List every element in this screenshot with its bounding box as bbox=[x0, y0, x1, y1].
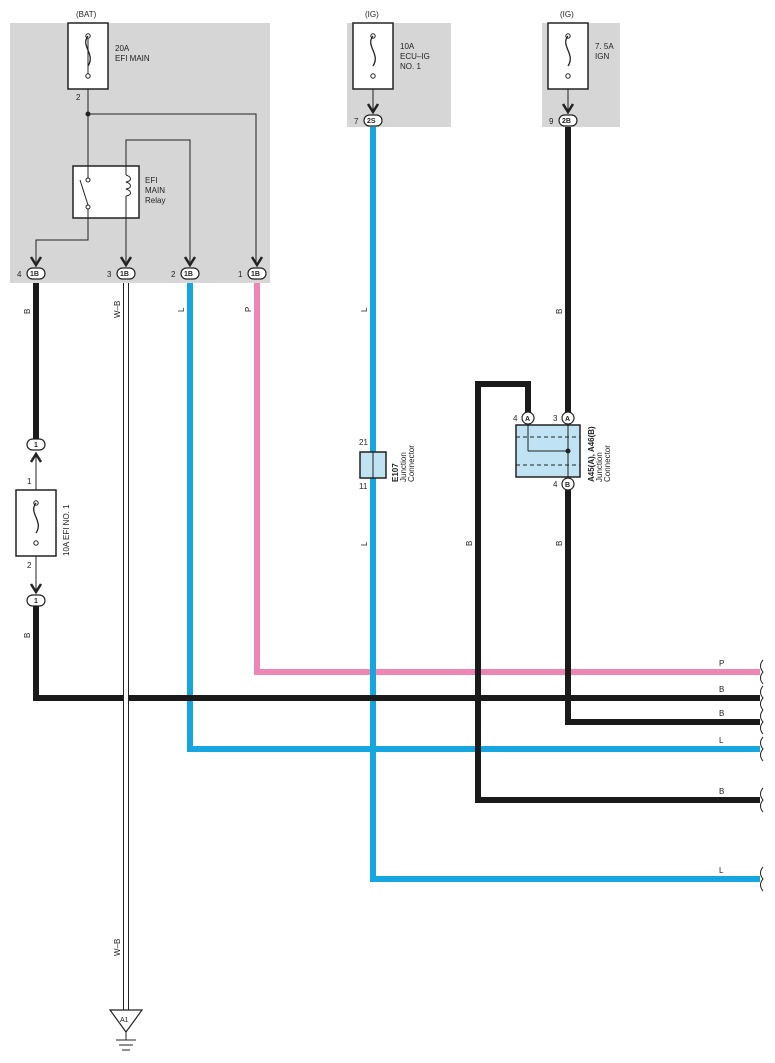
svg-text:1: 1 bbox=[34, 598, 38, 605]
ign-fuse-name: IGN bbox=[595, 52, 609, 61]
pin-9-label: 9 bbox=[549, 117, 554, 126]
bat-source-label: (BAT) bbox=[76, 10, 97, 19]
fuse-no1-pin2: 2 bbox=[27, 561, 32, 570]
ground-a1: A1 bbox=[108, 1009, 144, 1051]
e107-pin-11: 11 bbox=[359, 482, 368, 491]
wire-label-b-right-2: B bbox=[719, 709, 724, 718]
efi-main-pin-2: 2 bbox=[76, 93, 81, 102]
wire-l-blue-2 bbox=[370, 127, 760, 882]
efi-no1-fuse bbox=[15, 489, 57, 557]
efi-no1-fuse-label: 10A EFI NO. 1 bbox=[62, 504, 71, 556]
e107-desc-1: Junction bbox=[399, 452, 408, 482]
wire-label-b-3: B bbox=[23, 633, 32, 638]
wire-label-l-1: L bbox=[177, 307, 186, 312]
connector-b-pin4: B bbox=[561, 477, 575, 491]
relay-label-3: Relay bbox=[145, 196, 165, 205]
connector-a-pin4: A bbox=[521, 411, 535, 425]
wire-p-pink bbox=[254, 283, 760, 675]
ecu-ig-fuse bbox=[352, 22, 394, 90]
efi-main-fuse bbox=[67, 22, 109, 90]
connector-1-top: 1 bbox=[26, 438, 46, 463]
a45-id: A45(A), A46(B) bbox=[587, 426, 596, 482]
efi-main-fuse-name: EFI MAIN bbox=[115, 54, 150, 63]
pin-7-label: 7 bbox=[354, 117, 359, 126]
connector-2s-pin7: 2S bbox=[363, 103, 383, 127]
pin-1-label: 1 bbox=[238, 270, 243, 279]
ecu-ig-fuse-amp: 10A bbox=[400, 42, 415, 51]
wire-label-wb-2: W–B bbox=[113, 939, 122, 956]
b-pin-4-label: 4 bbox=[553, 480, 558, 489]
wire-l-blue-1 bbox=[187, 283, 760, 752]
wire-label-b-right-3: B bbox=[719, 787, 724, 796]
ecu-ig-fuse-name: ECU–IG bbox=[400, 52, 430, 61]
connector-a-pin3: A bbox=[561, 411, 575, 425]
pin-2-label: 2 bbox=[171, 270, 176, 279]
wire-label-l-2: L bbox=[360, 307, 369, 312]
wire-b-out4-bottom bbox=[33, 606, 760, 701]
svg-text:2B: 2B bbox=[562, 118, 571, 125]
wire-label-b-2: B bbox=[555, 309, 564, 314]
a-pin-3-label: 3 bbox=[553, 414, 558, 423]
a45-desc-1: Junction bbox=[595, 452, 604, 482]
svg-text:1B: 1B bbox=[184, 271, 193, 278]
wire-label-b-4: B bbox=[465, 541, 474, 546]
connector-2b-pin9: 2B bbox=[558, 103, 578, 127]
connector-1b-pin3: 1B bbox=[116, 256, 136, 280]
svg-text:1B: 1B bbox=[30, 271, 39, 278]
wire-label-b-5: B bbox=[555, 541, 564, 546]
connector-1-bottom: 1 bbox=[26, 583, 46, 607]
wire-label-l-right-1: L bbox=[719, 736, 724, 745]
pin-3-label: 3 bbox=[107, 270, 112, 279]
fuse-no1-pin1: 1 bbox=[27, 477, 32, 486]
wire-label-l-right-2: L bbox=[719, 866, 724, 875]
a45-desc-2: Connector bbox=[603, 445, 612, 482]
ecu-ig-fuse-no: NO. 1 bbox=[400, 62, 421, 71]
connector-1b-pin4: 1B bbox=[26, 256, 46, 280]
svg-text:A: A bbox=[525, 416, 530, 423]
wire-label-b-1: B bbox=[23, 309, 32, 314]
wire-label-wb-1: W–B bbox=[113, 301, 122, 318]
continuation-marks bbox=[760, 659, 764, 892]
e107-junction-connector bbox=[359, 451, 387, 479]
e107-pin-21: 21 bbox=[359, 438, 368, 447]
a-pin-4-label: 4 bbox=[513, 414, 518, 423]
relay-internal-wiring bbox=[35, 89, 257, 262]
a45-a46-junction-connector bbox=[515, 424, 581, 478]
wire-label-b-right-1: B bbox=[719, 685, 724, 694]
wire-label-l-3: L bbox=[360, 541, 369, 546]
relay-label-1: EFI bbox=[145, 176, 157, 185]
ign-fuse bbox=[547, 22, 589, 90]
ig-source-label-1: (IG) bbox=[365, 10, 379, 19]
efi-main-relay bbox=[72, 165, 140, 219]
pin-4-label: 4 bbox=[17, 270, 22, 279]
svg-text:A1: A1 bbox=[120, 1017, 129, 1024]
svg-text:B: B bbox=[565, 482, 570, 489]
connector-1b-pin2: 1B bbox=[180, 256, 200, 280]
e107-id: E107 bbox=[391, 463, 400, 482]
svg-text:1B: 1B bbox=[251, 271, 260, 278]
wire-label-p-1: P bbox=[244, 307, 253, 312]
wire-b-a45-loop bbox=[475, 381, 760, 803]
ig-source-label-2: (IG) bbox=[560, 10, 574, 19]
relay-label-2: MAIN bbox=[145, 186, 165, 195]
svg-text:1: 1 bbox=[34, 442, 38, 449]
efi-main-fuse-amp: 20A bbox=[115, 44, 130, 53]
ign-fuse-amp: 7. 5A bbox=[595, 42, 614, 51]
connector-1b-pin1: 1B bbox=[247, 256, 267, 280]
wire-b-a46-out bbox=[565, 488, 760, 725]
svg-text:2S: 2S bbox=[367, 118, 376, 125]
svg-text:1B: 1B bbox=[120, 271, 129, 278]
e107-desc-2: Connector bbox=[407, 445, 416, 482]
wire-label-p-right: P bbox=[719, 659, 724, 668]
svg-text:A: A bbox=[565, 416, 570, 423]
